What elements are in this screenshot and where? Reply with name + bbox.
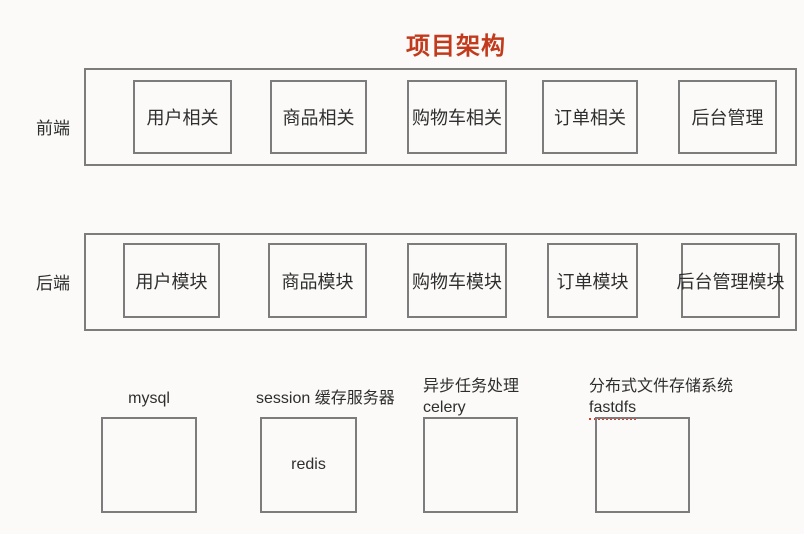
- mysql-label: mysql: [128, 390, 170, 407]
- fastdfs-label-line1: 分布式文件存储系统: [589, 378, 734, 395]
- fastdfs-word-spellcheck-underline: fastdfs: [589, 397, 637, 420]
- redis-box-text: redis: [291, 456, 326, 473]
- backend-module-admin: 后台管理模块: [677, 243, 785, 318]
- page-title: 项目架构: [406, 33, 506, 60]
- frontend-tier-outline: [84, 68, 797, 166]
- celery-label-line2: celery: [423, 399, 466, 416]
- backend-tier-outline: [84, 233, 797, 331]
- frontend-module-goods: 商品相关: [270, 80, 367, 154]
- backend-module-orders: 订单模块: [547, 243, 638, 318]
- frontend-module-cart: 购物车相关: [407, 80, 507, 154]
- celery-label: 异步任务处理 celery: [423, 376, 519, 418]
- frontend-module-users: 用户相关: [133, 80, 232, 154]
- fastdfs-label-line2: fastdfs: [589, 397, 733, 420]
- celery-box: [423, 417, 518, 513]
- frontend-tier-label: 前端: [36, 119, 70, 138]
- fastdfs-box: [595, 417, 690, 513]
- backend-tier-label: 后端: [36, 274, 70, 293]
- fastdfs-label: 分布式文件存储系统 fastdfs: [589, 376, 733, 420]
- mysql-box: [101, 417, 197, 513]
- frontend-module-admin: 后台管理: [678, 80, 777, 154]
- backend-module-cart: 购物车模块: [407, 243, 507, 318]
- backend-module-goods: 商品模块: [268, 243, 367, 318]
- redis-label: session 缓存服务器: [256, 390, 395, 407]
- frontend-module-orders: 订单相关: [542, 80, 638, 154]
- celery-label-line1: 异步任务处理: [423, 378, 520, 395]
- redis-box: redis: [260, 417, 357, 513]
- backend-module-users: 用户模块: [123, 243, 220, 318]
